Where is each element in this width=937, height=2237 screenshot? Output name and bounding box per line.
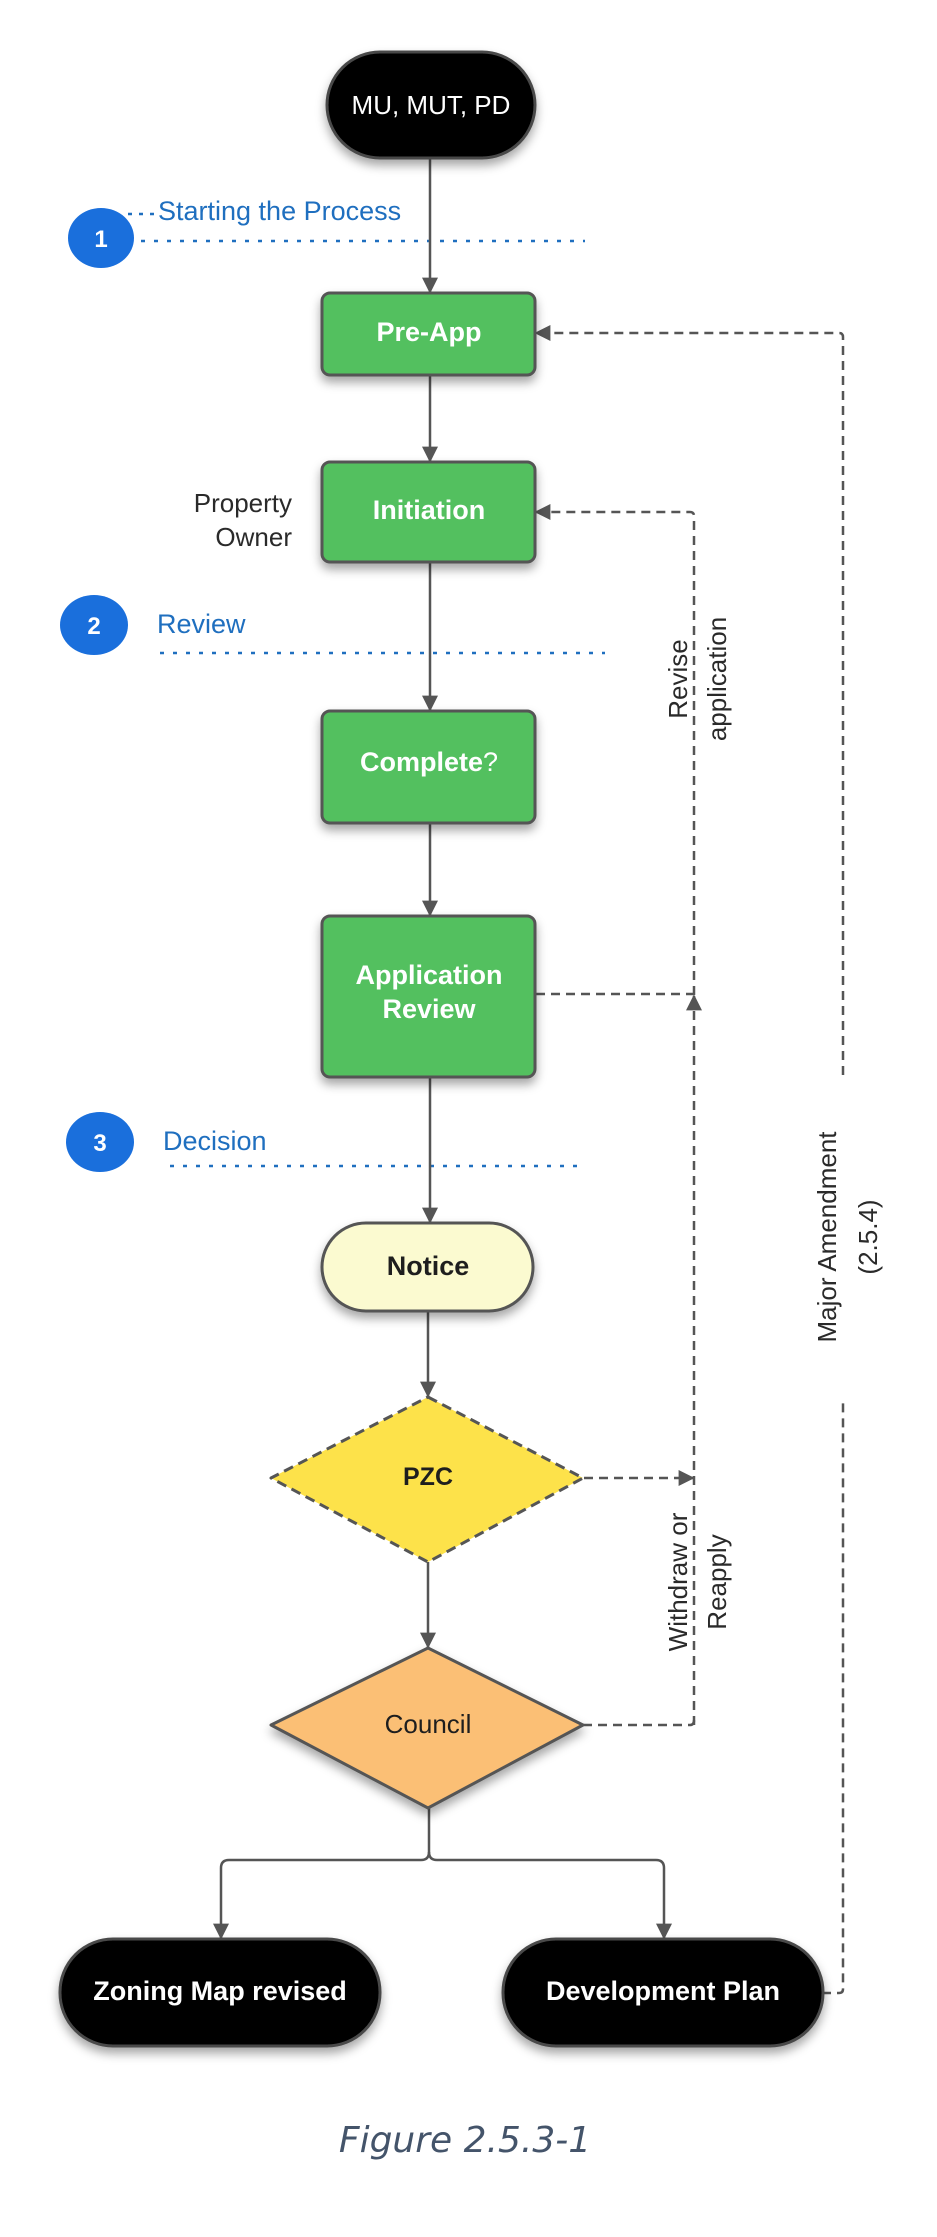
stage-3-number: 3 bbox=[93, 1130, 106, 1157]
pre-app-box bbox=[320, 291, 537, 377]
withdraw-label-line2: Reapply bbox=[702, 1534, 732, 1629]
edge-council-branch bbox=[213, 1808, 431, 1940]
application-review-line1: Application bbox=[356, 960, 503, 990]
edge-major-amendment-lower bbox=[822, 1398, 845, 1995]
revise-label-line2: application bbox=[702, 617, 732, 741]
main-flow-connectors bbox=[213, 158, 672, 1940]
zoning-map-label: Zoning Map revised bbox=[93, 1976, 347, 2006]
complete-label: Complete? bbox=[360, 747, 498, 777]
council-label: Council bbox=[385, 1709, 472, 1739]
stage-3-label: Decision bbox=[163, 1126, 267, 1156]
application-review-box bbox=[320, 914, 537, 1079]
node-complete bbox=[320, 709, 537, 825]
withdraw-reapply-label: Withdraw or Reapply bbox=[663, 1512, 732, 1651]
complete-box bbox=[320, 709, 537, 825]
pre-app-label: Pre-App bbox=[376, 317, 481, 347]
major-amendment-label: Major Amendment (2.5.4) bbox=[812, 1131, 883, 1343]
major-amendment-line2: (2.5.4) bbox=[853, 1199, 883, 1274]
pzc-diamond bbox=[269, 1395, 585, 1564]
feedback-connectors bbox=[534, 325, 845, 1995]
start-label: MU, MUT, PD bbox=[352, 90, 511, 120]
node-council bbox=[269, 1646, 585, 1810]
stage-1-badge bbox=[68, 208, 134, 268]
development-plan-label: Development Plan bbox=[546, 1976, 780, 2006]
node-development-plan bbox=[501, 1937, 825, 2048]
stage-2-label: Review bbox=[157, 609, 246, 639]
node-zoning-map bbox=[58, 1937, 382, 2048]
initiation-label: Initiation bbox=[373, 495, 485, 525]
edge-council-branch-right bbox=[427, 1851, 672, 1940]
complete-label-bold: Complete bbox=[360, 747, 483, 777]
node-initiation bbox=[320, 460, 537, 564]
edge-council-to-withdraw-loop bbox=[583, 1719, 696, 1727]
initiation-box bbox=[320, 460, 537, 564]
node-application-review bbox=[320, 914, 537, 1079]
revise-label-line1: Revise bbox=[663, 639, 693, 718]
stage-3-marker: 3 Decision bbox=[66, 1112, 585, 1172]
revise-application-label: Revise application bbox=[663, 617, 732, 741]
zoning-map-terminal bbox=[58, 1937, 382, 2048]
development-plan-terminal bbox=[501, 1937, 825, 2048]
stage-1-label: Starting the Process bbox=[158, 196, 401, 226]
node-pre-app bbox=[320, 291, 537, 377]
notice-shape bbox=[320, 1221, 535, 1313]
node-start bbox=[325, 50, 537, 160]
stage-3-badge bbox=[66, 1112, 134, 1172]
stage-1-marker: 1 Starting the Process bbox=[68, 196, 585, 268]
start-terminal bbox=[325, 50, 537, 160]
actor-label-line1: Property bbox=[194, 488, 292, 518]
stage-2-number: 2 bbox=[87, 613, 100, 640]
node-pzc bbox=[269, 1395, 585, 1564]
pzc-label: PZC bbox=[403, 1463, 453, 1491]
major-amendment-line1: Major Amendment bbox=[812, 1131, 842, 1343]
complete-label-question: ? bbox=[483, 747, 498, 777]
stage-2-badge bbox=[60, 595, 128, 655]
figure-caption: Figure 2.5.3-1 bbox=[339, 2120, 591, 2161]
edge-major-amendment-upper bbox=[534, 325, 845, 1075]
council-diamond bbox=[269, 1646, 585, 1810]
actor-label-line2: Owner bbox=[215, 522, 292, 552]
node-notice bbox=[320, 1221, 535, 1313]
withdraw-label-line1: Withdraw or bbox=[663, 1512, 693, 1651]
stage-2-marker: 2 Review bbox=[60, 595, 605, 655]
notice-label: Notice bbox=[387, 1251, 470, 1281]
edge-revise-to-initiation bbox=[534, 504, 696, 995]
application-review-line2: Review bbox=[382, 994, 476, 1024]
stage-1-number: 1 bbox=[94, 226, 107, 253]
